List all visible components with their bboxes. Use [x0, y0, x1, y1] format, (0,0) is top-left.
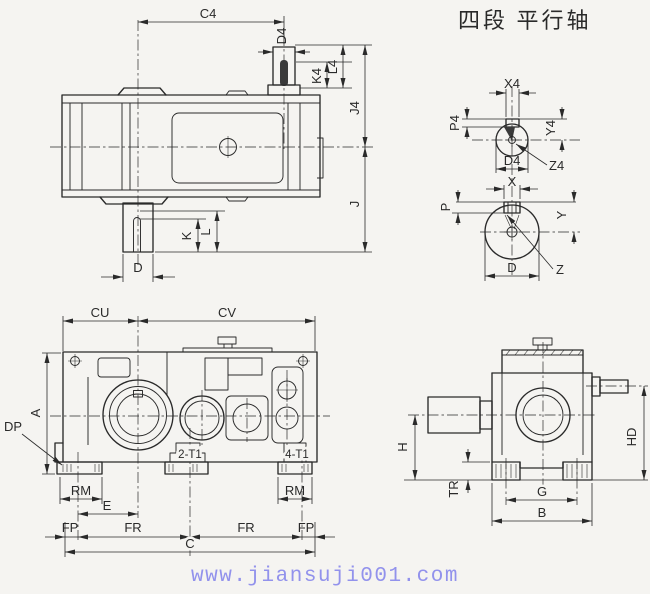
dim-label-e: E	[103, 498, 112, 513]
dim-label-x: X	[508, 174, 517, 189]
front-view-bores	[102, 378, 299, 451]
dim-label-a: A	[28, 408, 43, 417]
dim-label-d4-end: D4	[504, 153, 521, 168]
dim-label-y: Y	[554, 210, 569, 219]
dim-label-fp-right: FP	[298, 520, 315, 535]
dim-label-rm-left: RM	[71, 483, 91, 498]
shaft1-geometry	[484, 201, 540, 260]
dim-label-j4: J4	[347, 101, 362, 115]
dim-label-x4: X4	[504, 76, 520, 91]
side-view-centerlines	[408, 342, 648, 505]
dim-label-fp-left: FP	[62, 520, 79, 535]
shaft4-end-view: X4 P4 Y4 D4 Z4	[447, 76, 580, 184]
plan-view-housing	[61, 87, 324, 205]
plan-view-dimensions	[101, 16, 372, 282]
side-view-dimensions	[412, 386, 647, 526]
dim-label-c: C	[185, 536, 194, 551]
dim-label-cu: CU	[91, 305, 110, 320]
dim-label-p: P	[438, 203, 453, 212]
dim-label-l: L	[198, 228, 213, 235]
dim-label-z4: Z4	[549, 158, 564, 173]
dim-label-fr-left: FR	[124, 520, 141, 535]
plan-view-bottom-shaft	[122, 202, 154, 253]
dim-label-d-shaft: D	[133, 260, 142, 275]
dim-label-hd: HD	[624, 428, 639, 447]
shaft1-centerlines	[480, 186, 580, 278]
dim-label-rm-right: RM	[285, 483, 305, 498]
shaft4-dimensions	[462, 89, 567, 173]
shaft1-end-view: X P Y D Z	[438, 174, 580, 281]
dim-label-k4: K4	[309, 68, 324, 84]
dim-label-d4-shaft: D4	[274, 28, 289, 45]
dim-label-p4: P4	[447, 115, 462, 131]
dim-label-y4: Y4	[543, 120, 558, 136]
dim-label-b: B	[538, 505, 547, 520]
dim-label-l4: L4	[325, 60, 340, 74]
plan-view-vertical-shaft	[267, 46, 301, 96]
front-view-centerlines	[50, 316, 330, 556]
page-title: 四段 平行轴	[458, 8, 592, 33]
watermark-url: www.jiansuji001.com	[191, 565, 459, 588]
shaft1-dimensions	[452, 185, 577, 281]
label-holes-2-t1: 2-T1	[178, 449, 202, 461]
front-view: CU CV A DP RM RM E FP FR FR FP C 2-T1 4-…	[4, 305, 335, 557]
dim-label-j: J	[347, 201, 362, 208]
dim-label-h: H	[395, 442, 410, 451]
front-view-dimensions	[21, 316, 335, 557]
dim-label-k: K	[179, 231, 194, 240]
dim-label-cv: CV	[218, 305, 236, 320]
side-view: H TR HD G B	[395, 337, 648, 526]
dim-label-dp: DP	[4, 419, 22, 434]
plan-view-centerlines	[50, 20, 375, 268]
dim-label-c4: C4	[200, 6, 217, 21]
label-holes-4-t1: 4-T1	[285, 449, 309, 461]
dim-label-fr-right: FR	[237, 520, 254, 535]
dim-label-tr: TR	[446, 480, 461, 497]
plan-view: C4 D4 K4 L4 J4 J K L D	[50, 6, 375, 282]
shaft4-geometry	[495, 118, 529, 157]
dim-label-z: Z	[556, 262, 564, 277]
side-view-housing	[404, 337, 648, 481]
front-view-housing	[54, 336, 318, 475]
dim-label-g: G	[537, 484, 547, 499]
dim-label-d-end: D	[507, 260, 516, 275]
